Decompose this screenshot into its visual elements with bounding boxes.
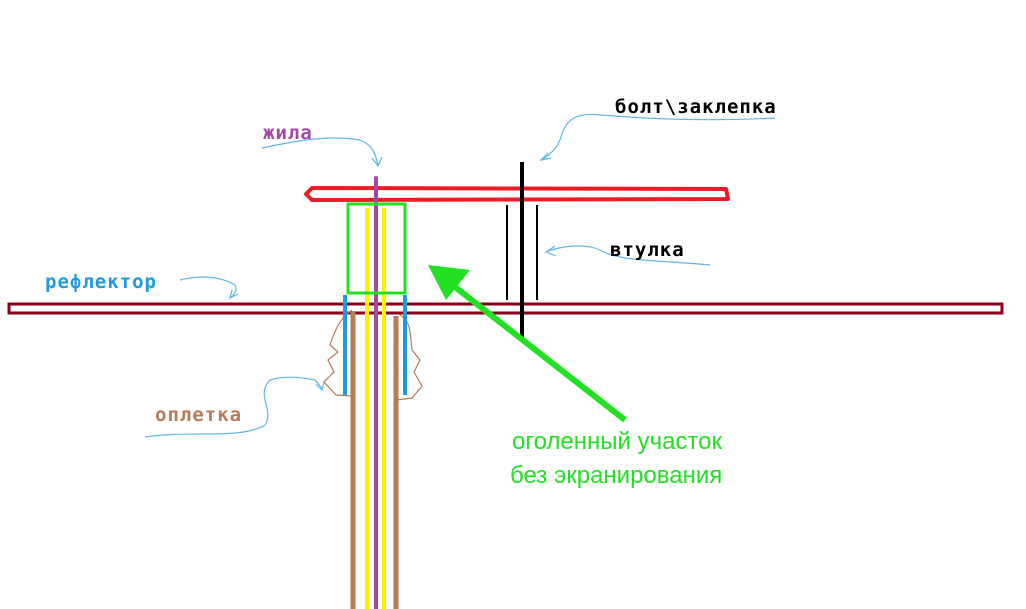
note-line-2: без экранирования	[510, 462, 722, 489]
label-braid: оплетка	[155, 404, 242, 426]
bare-zone-box	[346, 202, 407, 295]
green-arrow-head	[428, 265, 470, 300]
label-core: жила	[263, 122, 313, 144]
antenna-element	[304, 186, 730, 202]
label-sleeve: втулка	[610, 239, 685, 261]
note-line-1: оголенный участок	[512, 428, 723, 455]
braid-frayed	[323, 309, 423, 401]
green-arrow-shaft	[448, 280, 627, 423]
label-bolt: болт\заклепка	[615, 96, 777, 118]
label-reflector: рефлектор	[45, 271, 157, 293]
pointer-lines	[144, 113, 776, 438]
reflector-bar	[7, 302, 1004, 315]
